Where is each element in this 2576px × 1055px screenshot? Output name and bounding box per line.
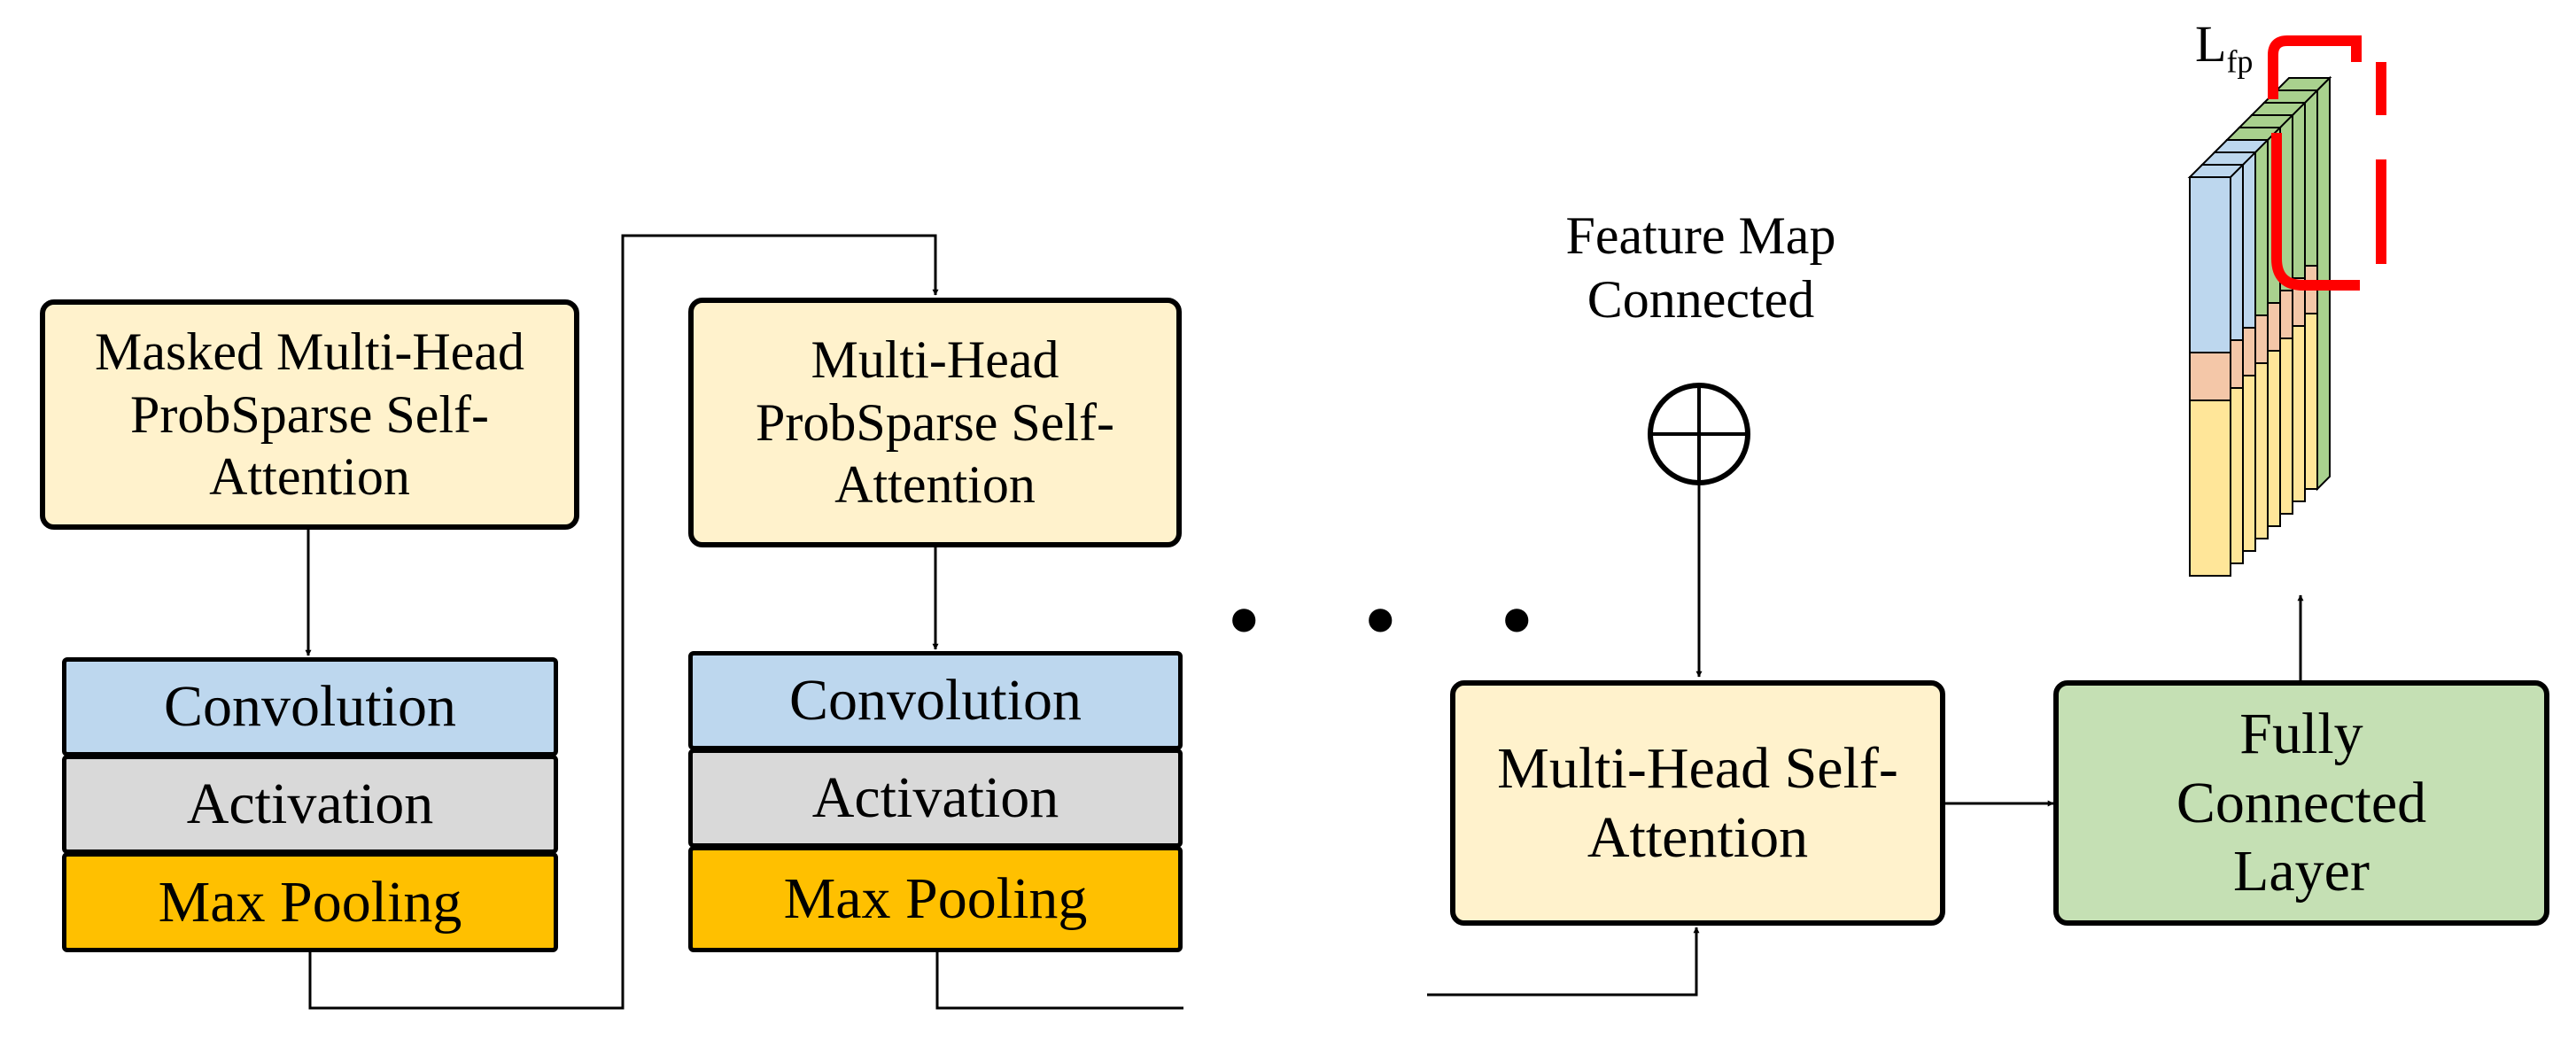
- max-pooling-layer-1: Max Pooling: [62, 852, 558, 952]
- connector-into-self-attention: [1427, 927, 1700, 997]
- output-tensor: [2187, 75, 2332, 577]
- masked-attention-label: Masked Multi-Head ProbSparse Self-Attent…: [95, 322, 524, 507]
- self-attention-label: Multi-Head Self-Attention: [1497, 735, 1898, 870]
- connector-stack2-output: [935, 952, 1183, 1010]
- convolution-layer-1: Convolution: [62, 657, 558, 756]
- fully-connected-label: Fully Connected Layer: [2176, 701, 2427, 904]
- fully-connected-block: Fully Connected Layer: [2053, 680, 2549, 926]
- ellipsis: • • •: [1227, 566, 1573, 674]
- feature-map-connector-icon: [1648, 383, 1750, 485]
- probsparse-attention-label: Multi-Head ProbSparse Self-Attention: [756, 330, 1114, 515]
- connector-stack1-to-attention2: [308, 234, 939, 1010]
- output-highlight-bracket: [2268, 35, 2386, 291]
- self-attention-block: Multi-Head Self-Attention: [1450, 680, 1945, 926]
- activation-layer-1: Activation: [62, 755, 558, 854]
- probsparse-attention-block: Multi-Head ProbSparse Self-Attention: [688, 298, 1182, 547]
- max-pooling-layer-2: Max Pooling: [688, 846, 1183, 952]
- feature-map-label: Feature Map Connected: [1565, 206, 1836, 329]
- output-label: Lfp: [2195, 15, 2254, 80]
- masked-attention-block: Masked Multi-Head ProbSparse Self-Attent…: [40, 299, 579, 530]
- tensor-column: [2187, 164, 2246, 577]
- activation-layer-2: Activation: [688, 749, 1183, 848]
- convolution-layer-2: Convolution: [688, 651, 1183, 750]
